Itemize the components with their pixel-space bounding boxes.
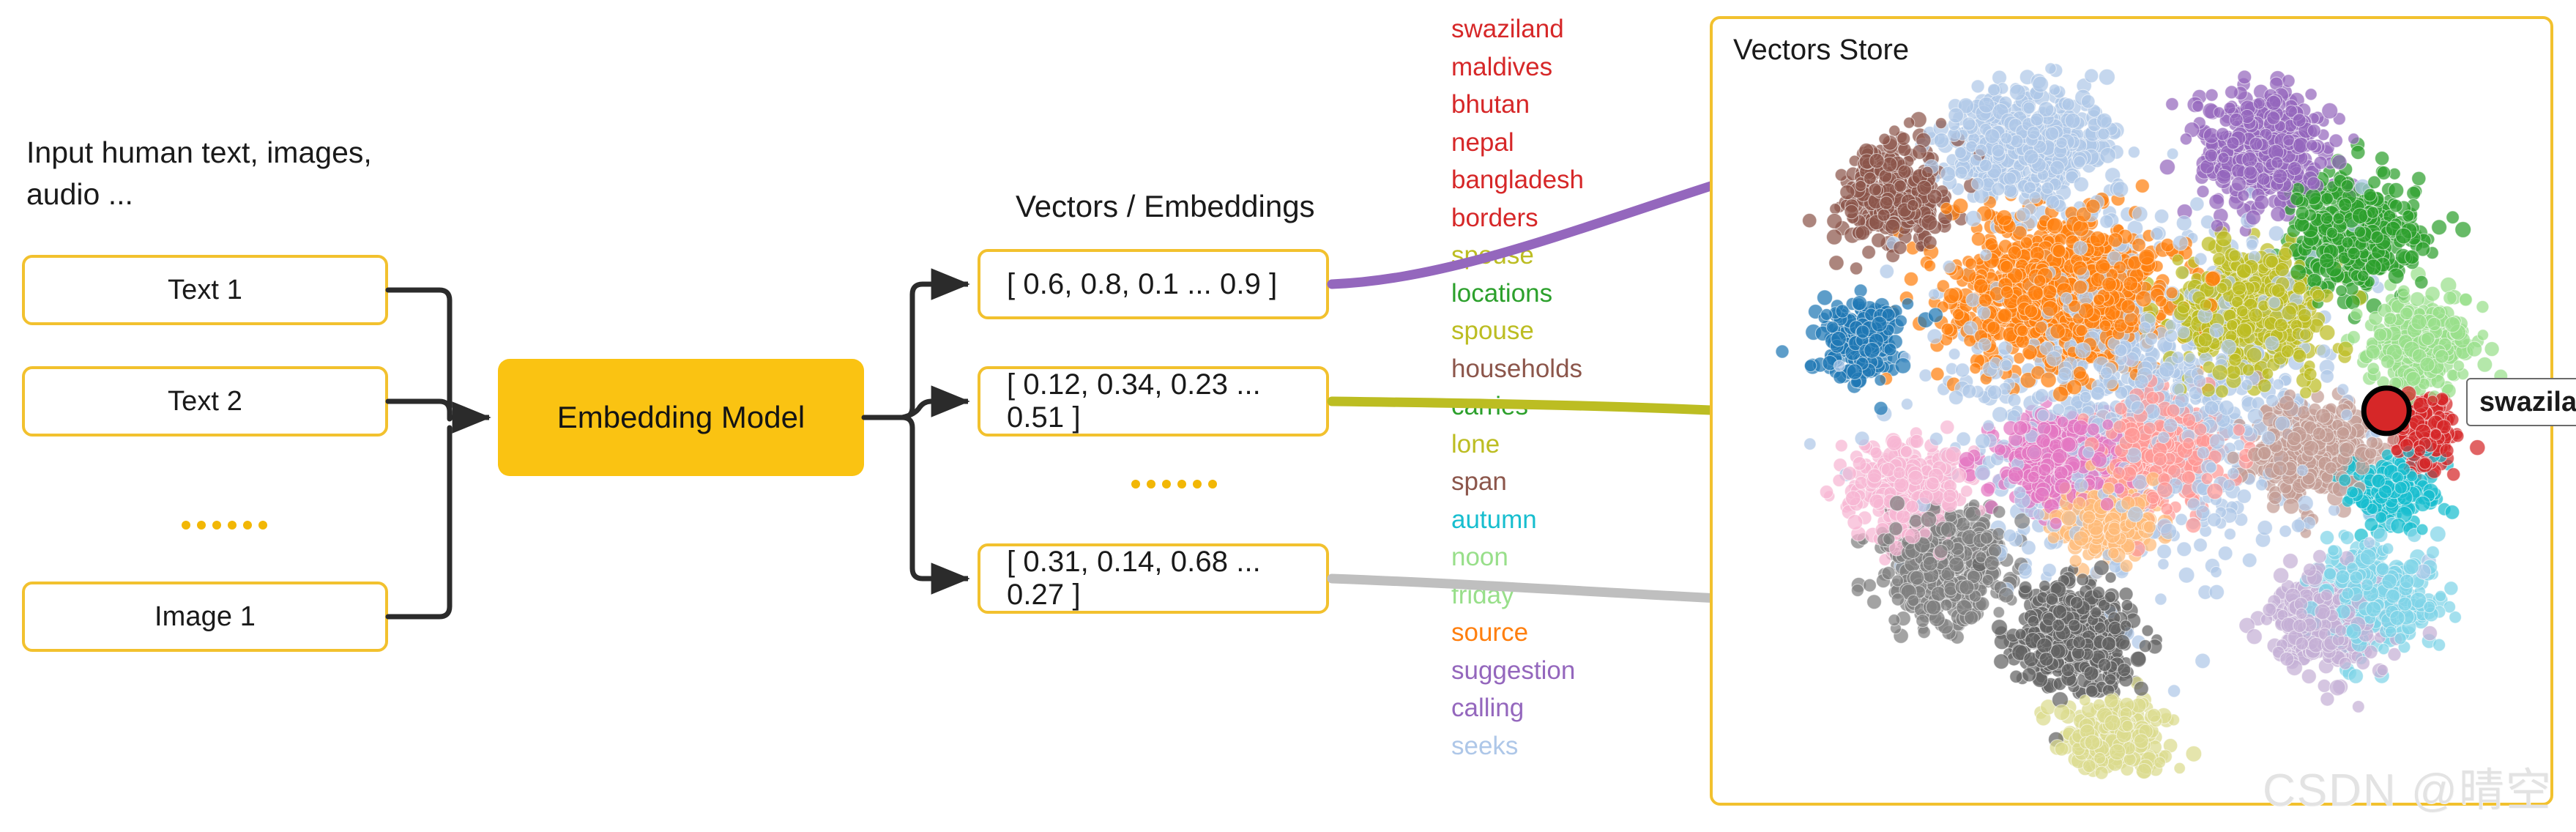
input-ellipsis-dots [182, 521, 267, 530]
embedding-scatter-plot [1775, 62, 2509, 780]
word-label-list: swaziland maldives bhutan nepal bangladesh bo… [1451, 10, 1671, 765]
input-box-label: Text 1 [168, 274, 242, 305]
input-box-label: Image 1 [154, 601, 256, 632]
word-label-bhutan: bhutan [1451, 90, 1530, 119]
word-label-carries: carries [1451, 392, 1529, 420]
vectors-ellipsis-dots [1131, 480, 1217, 489]
word-label-households: households [1451, 354, 1583, 383]
embedding-model-box[interactable]: Embedding Model [498, 359, 864, 476]
vector-box-1[interactable]: [ 0.6, 0.8, 0.1 ... 0.9 ] [978, 249, 1329, 319]
word-label-swaziland: swaziland [1451, 15, 1564, 43]
vectors-store-title: Vectors Store [1733, 34, 1910, 66]
word-label-calling: calling [1451, 694, 1525, 722]
word-label-suggestion: suggestion [1451, 655, 1576, 685]
word-label-spouse: spouse [1451, 241, 1534, 270]
input-box-label: Text 2 [168, 385, 242, 417]
embedding-model-label: Embedding Model [556, 400, 805, 434]
word-label-lone: lone [1451, 429, 1500, 458]
input-box-text-1[interactable]: Text 1 [22, 255, 388, 325]
vector-box-2[interactable]: [ 0.12, 0.34, 0.23 ... 0.51 ] [978, 366, 1329, 437]
word-label-nepal: nepal [1451, 127, 1514, 157]
word-label-span: span [1451, 467, 1507, 496]
vectors-section-title: Vectors / Embeddings [1016, 189, 1315, 223]
word-label-autumn: autumn [1451, 505, 1537, 534]
word-label-source: source [1451, 618, 1529, 647]
word-label-noon: noon [1451, 543, 1508, 571]
word-label-bangladesh: bangladesh [1451, 166, 1584, 194]
vector-box-3[interactable]: [ 0.31, 0.14, 0.68 ... 0.27 ] [978, 543, 1329, 614]
word-label-borders: borders [1451, 203, 1538, 232]
input-box-image-1[interactable]: Image 1 [22, 582, 388, 652]
csdn-watermark: CSDN @晴空 [2263, 765, 2553, 816]
word-label-spouse: spouse [1451, 316, 1534, 345]
input-box-text-2[interactable]: Text 2 [22, 366, 388, 437]
vector-box-label: [ 0.12, 0.34, 0.23 ... 0.51 ] [1007, 368, 1261, 434]
vector-box-label: [ 0.31, 0.14, 0.68 ... 0.27 ] [1007, 546, 1261, 611]
swaziland-marker-label: swaziland [2466, 378, 2576, 426]
vectors-store-panel: Vectors Store [1710, 16, 2553, 806]
input-caption: Input human text, images, audio ... [26, 135, 372, 211]
word-label-friday: friday [1451, 580, 1514, 609]
word-label-seeks: seeks [1451, 731, 1519, 760]
word-label-locations: locations [1451, 278, 1553, 308]
vector-box-label: [ 0.6, 0.8, 0.1 ... 0.9 ] [1007, 267, 1278, 300]
word-label-maldives: maldives [1451, 52, 1553, 81]
